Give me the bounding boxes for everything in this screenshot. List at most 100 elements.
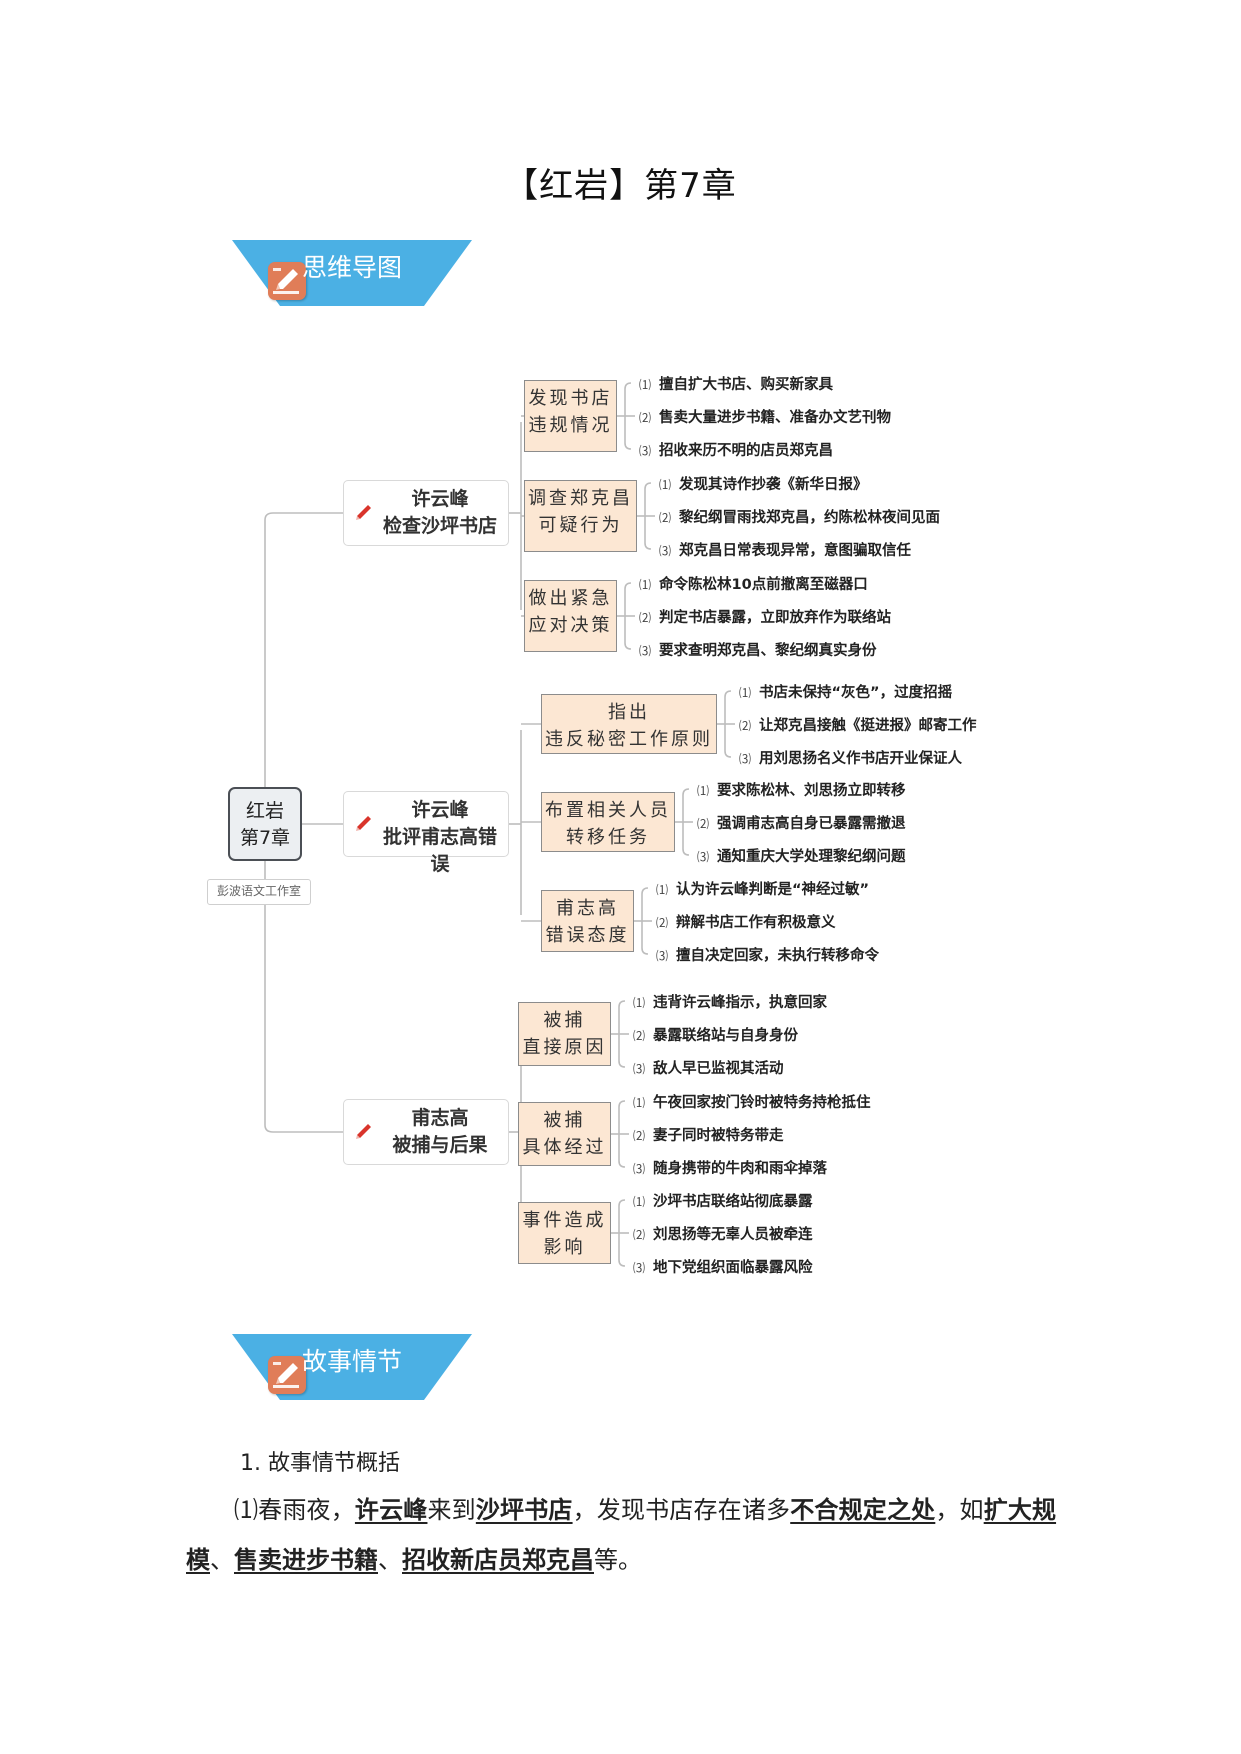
sub-node-line: 事件造成 bbox=[522, 1210, 607, 1231]
leaf-item: ⑴违背许云峰指示，执意回家 bbox=[633, 991, 827, 1012]
leaf-number: ⑶ bbox=[633, 1162, 646, 1176]
leaf-item: ⑵黎纪纲冒雨找郑克昌，约陈松林夜间见面 bbox=[659, 506, 940, 527]
leaf-item: ⑶郑克昌日常表现异常，意图骗取信任 bbox=[659, 539, 911, 560]
leaf-number: ⑴ bbox=[639, 378, 652, 392]
leaf-item: ⑴沙坪书店联络站彻底暴露 bbox=[633, 1190, 813, 1211]
pencil-icon bbox=[356, 1124, 371, 1139]
leaf-text: 售卖大量进步书籍、准备办文艺刊物 bbox=[659, 410, 892, 426]
paragraph-text: 等。 bbox=[594, 1546, 642, 1574]
leaf-text: 妻子同时被特务带走 bbox=[653, 1128, 784, 1144]
leaf-text: 午夜回家按门铃时被特务持枪抵住 bbox=[653, 1095, 871, 1111]
sub-node-line: 发现书店 bbox=[528, 388, 613, 409]
leaf-item: ⑵刘思扬等无辜人员被牵连 bbox=[633, 1223, 813, 1244]
mindmap-root: 红岩 第7章 bbox=[228, 787, 302, 861]
leaf-text: 刘思扬等无辜人员被牵连 bbox=[653, 1227, 813, 1243]
leaf-number: ⑵ bbox=[639, 411, 652, 425]
leaf-number: ⑶ bbox=[656, 949, 669, 963]
key-term: 售卖进步书籍 bbox=[234, 1545, 378, 1574]
leaf-item: ⑴要求陈松林、刘思扬立即转移 bbox=[697, 779, 906, 800]
leaf-text: 随身携带的牛肉和雨伞掉落 bbox=[653, 1161, 828, 1177]
branch-node: 甫志高被捕与后果 bbox=[343, 1099, 509, 1165]
root-line-1: 红岩 bbox=[245, 800, 284, 822]
leaf-item: ⑶ 要求查明郑克昌、黎纪纲真实身份 bbox=[639, 639, 877, 660]
leaf-item: ⑶ 招收来历不明的店员郑克昌 bbox=[639, 439, 833, 460]
sub-node-line: 指出 bbox=[608, 702, 650, 723]
watermark: 彭波语文工作室 bbox=[207, 879, 311, 905]
leaf-number: ⑶ bbox=[639, 644, 652, 658]
leaf-number: ⑵ bbox=[633, 1129, 646, 1143]
leaf-text: 判定书店暴露，立即放弃作为联络站 bbox=[659, 610, 892, 626]
branch-title-line: 被捕与后果 bbox=[392, 1134, 488, 1156]
leaf-number: ⑵ bbox=[639, 611, 652, 625]
sub-node: 指出违反秘密工作原则 bbox=[541, 694, 717, 754]
branch-title-line: 许云峰 bbox=[411, 799, 469, 821]
banner-label: 思维导图 bbox=[302, 253, 403, 282]
page-title: 【红岩】第7章 bbox=[504, 166, 737, 206]
story-banner: 故事情节 bbox=[232, 1334, 472, 1400]
sub-node-line: 被捕 bbox=[543, 1010, 586, 1031]
leaf-text: 通知重庆大学处理黎纪纲问题 bbox=[717, 849, 906, 865]
story-paragraph: ⑴春雨夜，许云峰来到沙坪书店，发现书店存在诸多不合规定之处，如扩大规模、售卖进步… bbox=[186, 1485, 1056, 1585]
mind-map-connectors bbox=[264, 382, 735, 1267]
leaf-item: ⑵暴露联络站与自身身份 bbox=[633, 1024, 798, 1045]
leaf-text: 用刘思扬名义作书店开业保证人 bbox=[759, 751, 963, 767]
leaf-number: ⑵ bbox=[659, 511, 672, 525]
pencil-badge-icon bbox=[268, 262, 306, 300]
leaf-item: ⑵强调甫志高自身已暴露需撤退 bbox=[697, 812, 906, 833]
key-term: 沙坪书店 bbox=[475, 1495, 573, 1524]
leaf-item: ⑶用刘思扬名义作书店开业保证人 bbox=[739, 747, 962, 768]
leaf-text: 郑克昌日常表现异常，意图骗取信任 bbox=[679, 543, 912, 559]
sub-node: 布置相关人员转移任务 bbox=[541, 792, 675, 852]
pencil-icon bbox=[356, 816, 371, 831]
sub-node-line: 违规情况 bbox=[528, 415, 613, 436]
branch-title-line: 检查沙坪书店 bbox=[382, 515, 497, 537]
leaf-number: ⑴ bbox=[633, 1195, 646, 1209]
leaf-text: 擅自决定回家，未执行转移命令 bbox=[676, 948, 880, 964]
leaf-number: ⑴ bbox=[697, 784, 710, 798]
leaf-number: ⑴ bbox=[639, 578, 652, 592]
branch-title-line: 许云峰 bbox=[411, 488, 469, 510]
leaf-text: 招收来历不明的店员郑克昌 bbox=[659, 443, 834, 459]
key-term: 不合规定之处 bbox=[790, 1495, 936, 1524]
leaf-text: 辩解书店工作有积极意义 bbox=[676, 915, 836, 931]
key-term: 许云峰 bbox=[354, 1495, 428, 1524]
branch-node: 许云峰批评甫志高错误 bbox=[343, 791, 509, 875]
leaf-item: ⑵让郑克昌接触《挺进报》邮寄工作 bbox=[739, 714, 977, 735]
paragraph-text: 来到 bbox=[427, 1496, 476, 1524]
paragraph-text: 、 bbox=[210, 1546, 234, 1574]
leaf-item: ⑴午夜回家按门铃时被特务持枪抵住 bbox=[633, 1091, 871, 1112]
leaf-number: ⑶ bbox=[697, 850, 710, 864]
leaf-item: ⑴命令陈松林10点前撤离至磁器口 bbox=[639, 573, 868, 594]
leaf-number: ⑶ bbox=[639, 444, 652, 458]
sub-node: 被捕具体经过 bbox=[518, 1102, 611, 1166]
paragraph-text: ⑴春雨夜， bbox=[234, 1496, 355, 1524]
leaf-item: ⑵ 妻子同时被特务带走 bbox=[633, 1124, 784, 1145]
sub-node: 被捕直接原因 bbox=[518, 1002, 611, 1066]
leaf-text: 擅自扩大书店、购买新家具 bbox=[659, 377, 834, 393]
leaf-item: ⑵ 判定书店暴露，立即放弃作为联络站 bbox=[639, 606, 891, 627]
leaf-text: 要求查明郑克昌、黎纪纲真实身份 bbox=[659, 643, 877, 659]
leaf-number: ⑵ bbox=[697, 817, 710, 831]
leaf-number: ⑴ bbox=[659, 478, 672, 492]
connector-line bbox=[264, 861, 343, 1133]
branch-title: 许云峰检查沙坪书店 bbox=[374, 486, 506, 540]
sub-node-line: 影响 bbox=[543, 1237, 586, 1258]
sub-node: 甫志高错误态度 bbox=[541, 890, 634, 952]
leaf-number: ⑴ bbox=[656, 883, 669, 897]
leaf-text: 认为许云峰判断是“神经过敏” bbox=[676, 882, 870, 898]
sub-node-line: 做出紧急 bbox=[528, 588, 613, 609]
leaf-item: ⑴书店未保持“灰色”，过度招摇 bbox=[739, 681, 952, 702]
leaf-item: ⑶敌人早已监视其活动 bbox=[633, 1057, 784, 1078]
leaf-text: 违背许云峰指示，执意回家 bbox=[653, 995, 828, 1011]
paragraph-text: ，如 bbox=[935, 1496, 984, 1524]
leaf-item: ⑴ 认为许云峰判断是“神经过敏” bbox=[656, 878, 869, 899]
branch-title: 甫志高被捕与后果 bbox=[374, 1105, 506, 1159]
branch-title-line: 批评甫志高错误 bbox=[382, 826, 497, 875]
leaf-text: 发现其诗作抄袭《新华日报》 bbox=[679, 477, 868, 493]
pencil-icon bbox=[356, 505, 371, 520]
leaf-number: ⑶ bbox=[633, 1062, 646, 1076]
sub-node-line: 具体经过 bbox=[522, 1137, 607, 1158]
branch-title-line: 甫志高 bbox=[411, 1107, 469, 1129]
sub-node-line: 被捕 bbox=[543, 1110, 586, 1131]
section-heading: 1. 故事情节概括 bbox=[240, 1451, 400, 1476]
